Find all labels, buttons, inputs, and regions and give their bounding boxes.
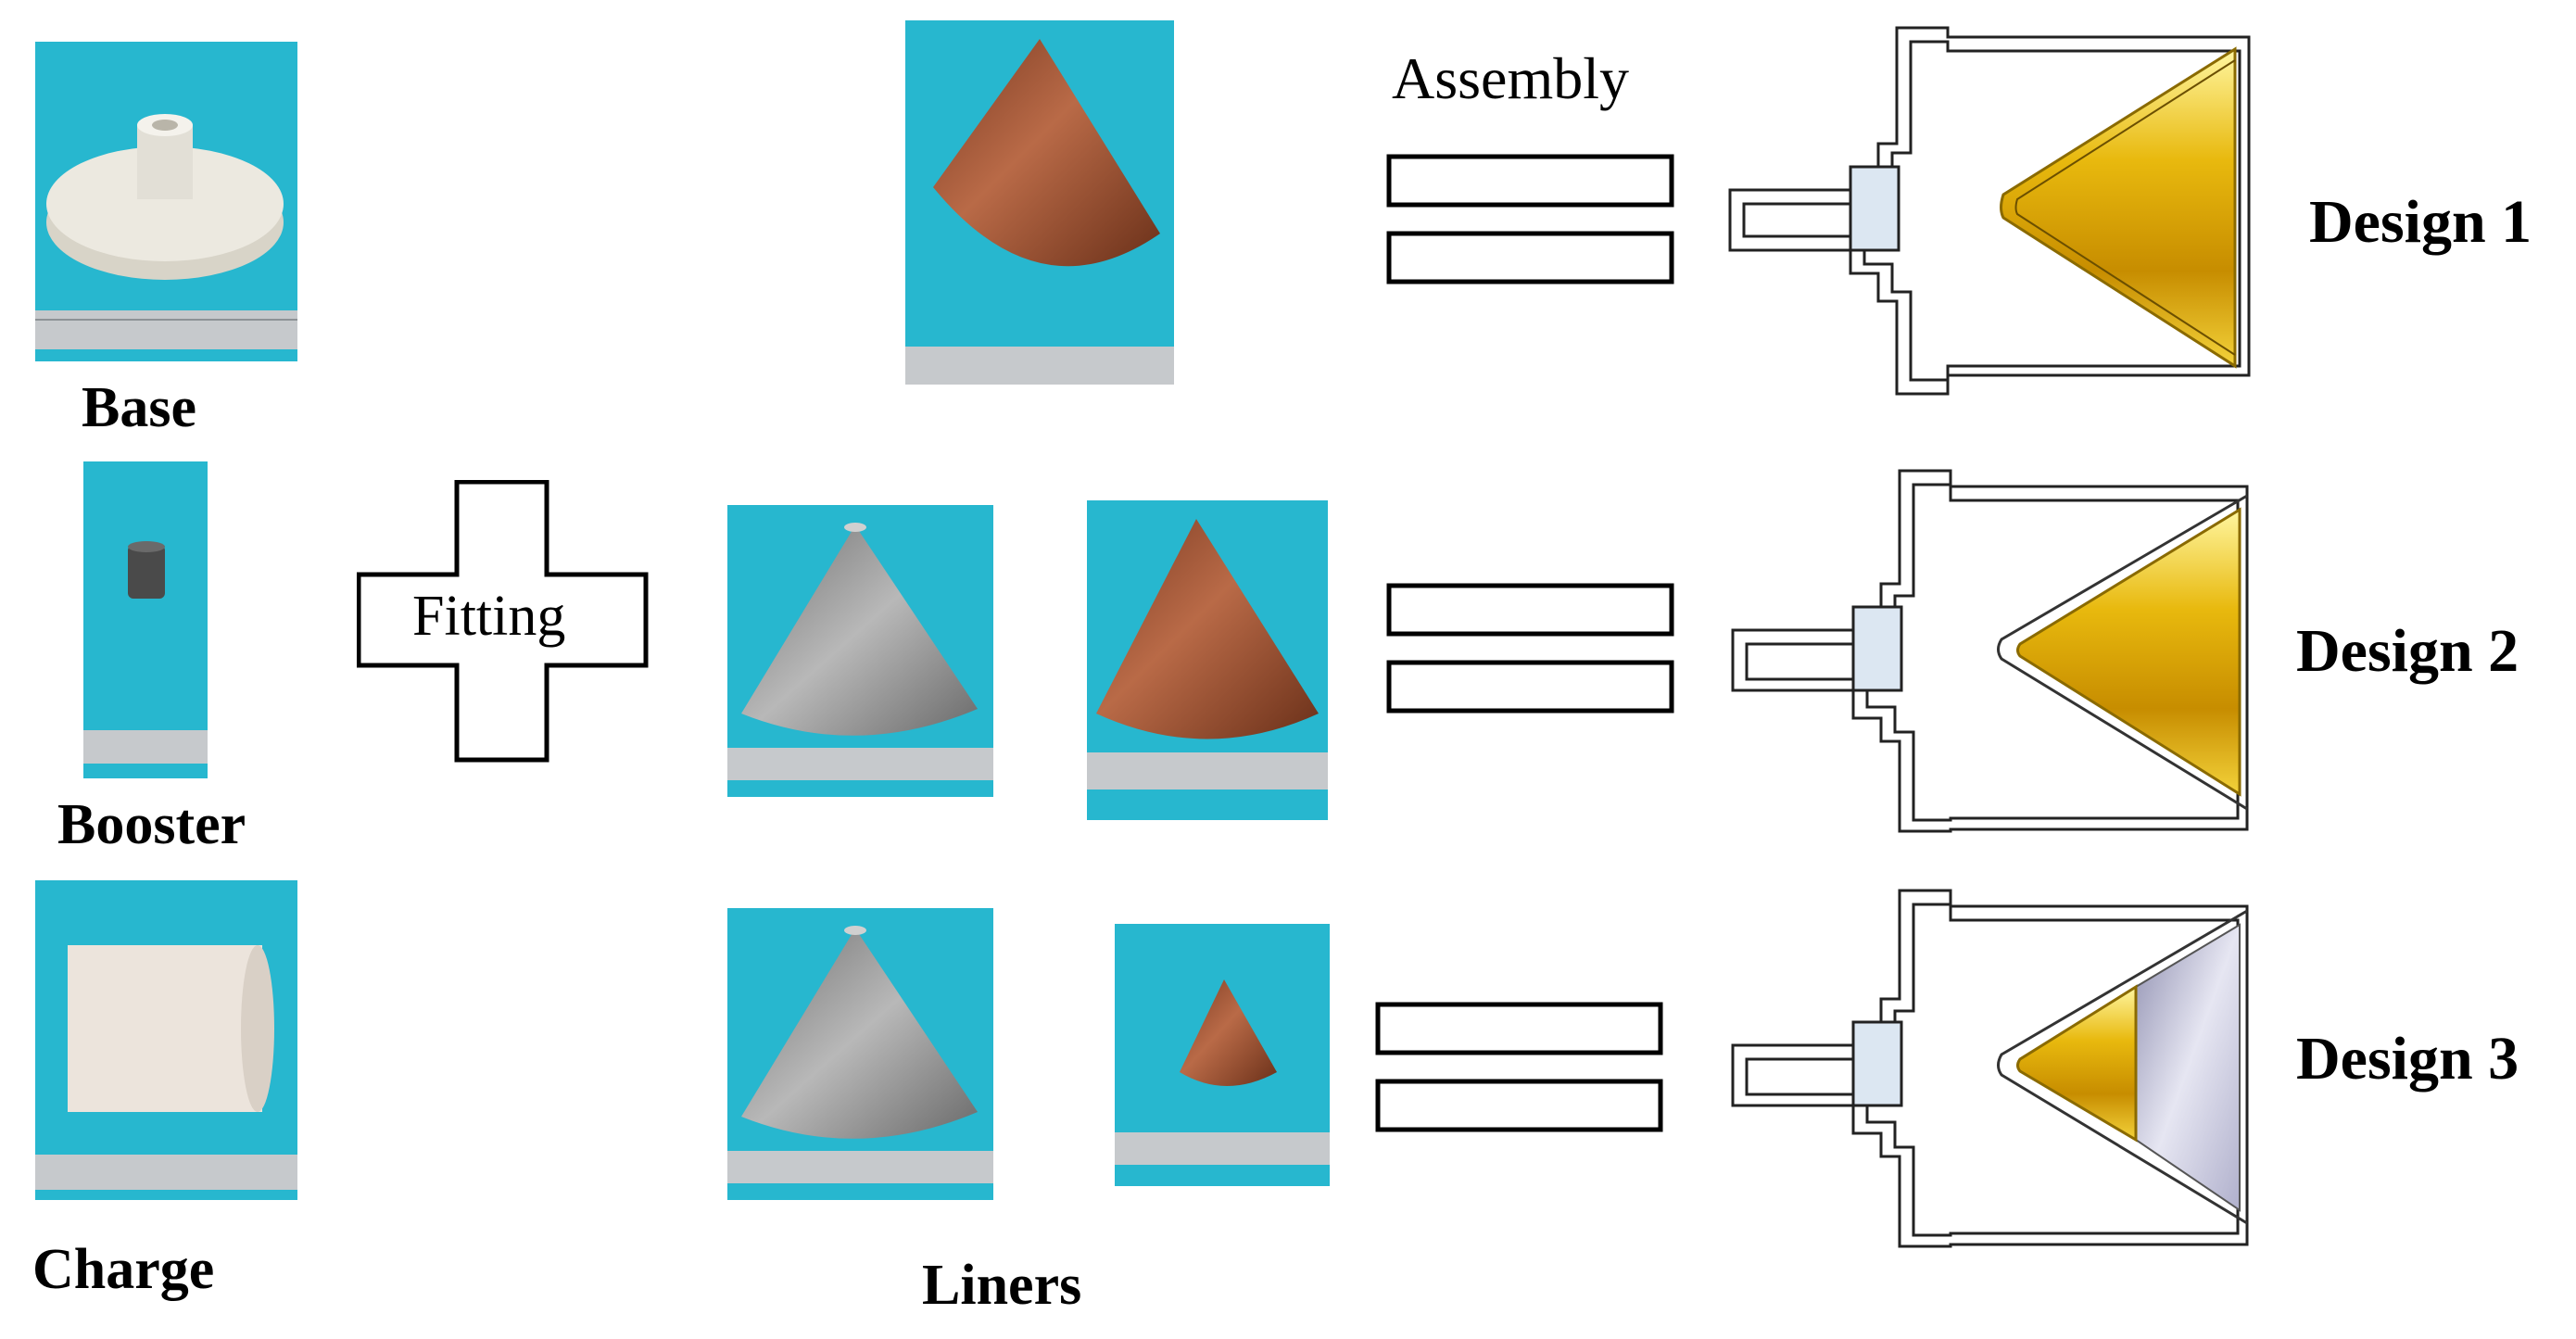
plus-sign-shape xyxy=(357,480,649,763)
equals-sign-3 xyxy=(1375,1002,1663,1132)
fitting-label: Fitting xyxy=(412,585,566,648)
booster-photo xyxy=(83,461,208,778)
base-photo xyxy=(35,42,297,361)
aluminum-liner-photo-1 xyxy=(727,505,993,797)
base-label: Base xyxy=(82,376,196,439)
equals-sign-1 xyxy=(1386,154,1674,284)
design-1-drawing xyxy=(1728,26,2251,396)
aluminum-liner-photo-2 xyxy=(727,908,993,1200)
copper-liner-photo-1 xyxy=(905,20,1174,385)
booster-label: Booster xyxy=(57,793,246,856)
assembly-label: Assembly xyxy=(1392,45,1629,111)
design-1-label: Design 1 xyxy=(2309,188,2532,256)
charge-photo xyxy=(35,880,297,1200)
liners-label: Liners xyxy=(922,1254,1082,1317)
copper-liner-photo-2 xyxy=(1087,500,1328,820)
charge-label: Charge xyxy=(32,1238,215,1301)
design-3-label: Design 3 xyxy=(2296,1025,2519,1093)
design-3-drawing xyxy=(1731,889,2249,1248)
equals-sign-2 xyxy=(1386,583,1674,714)
design-2-drawing xyxy=(1731,469,2249,833)
design-2-label: Design 2 xyxy=(2296,617,2519,685)
small-copper-liner-photo xyxy=(1115,924,1330,1186)
